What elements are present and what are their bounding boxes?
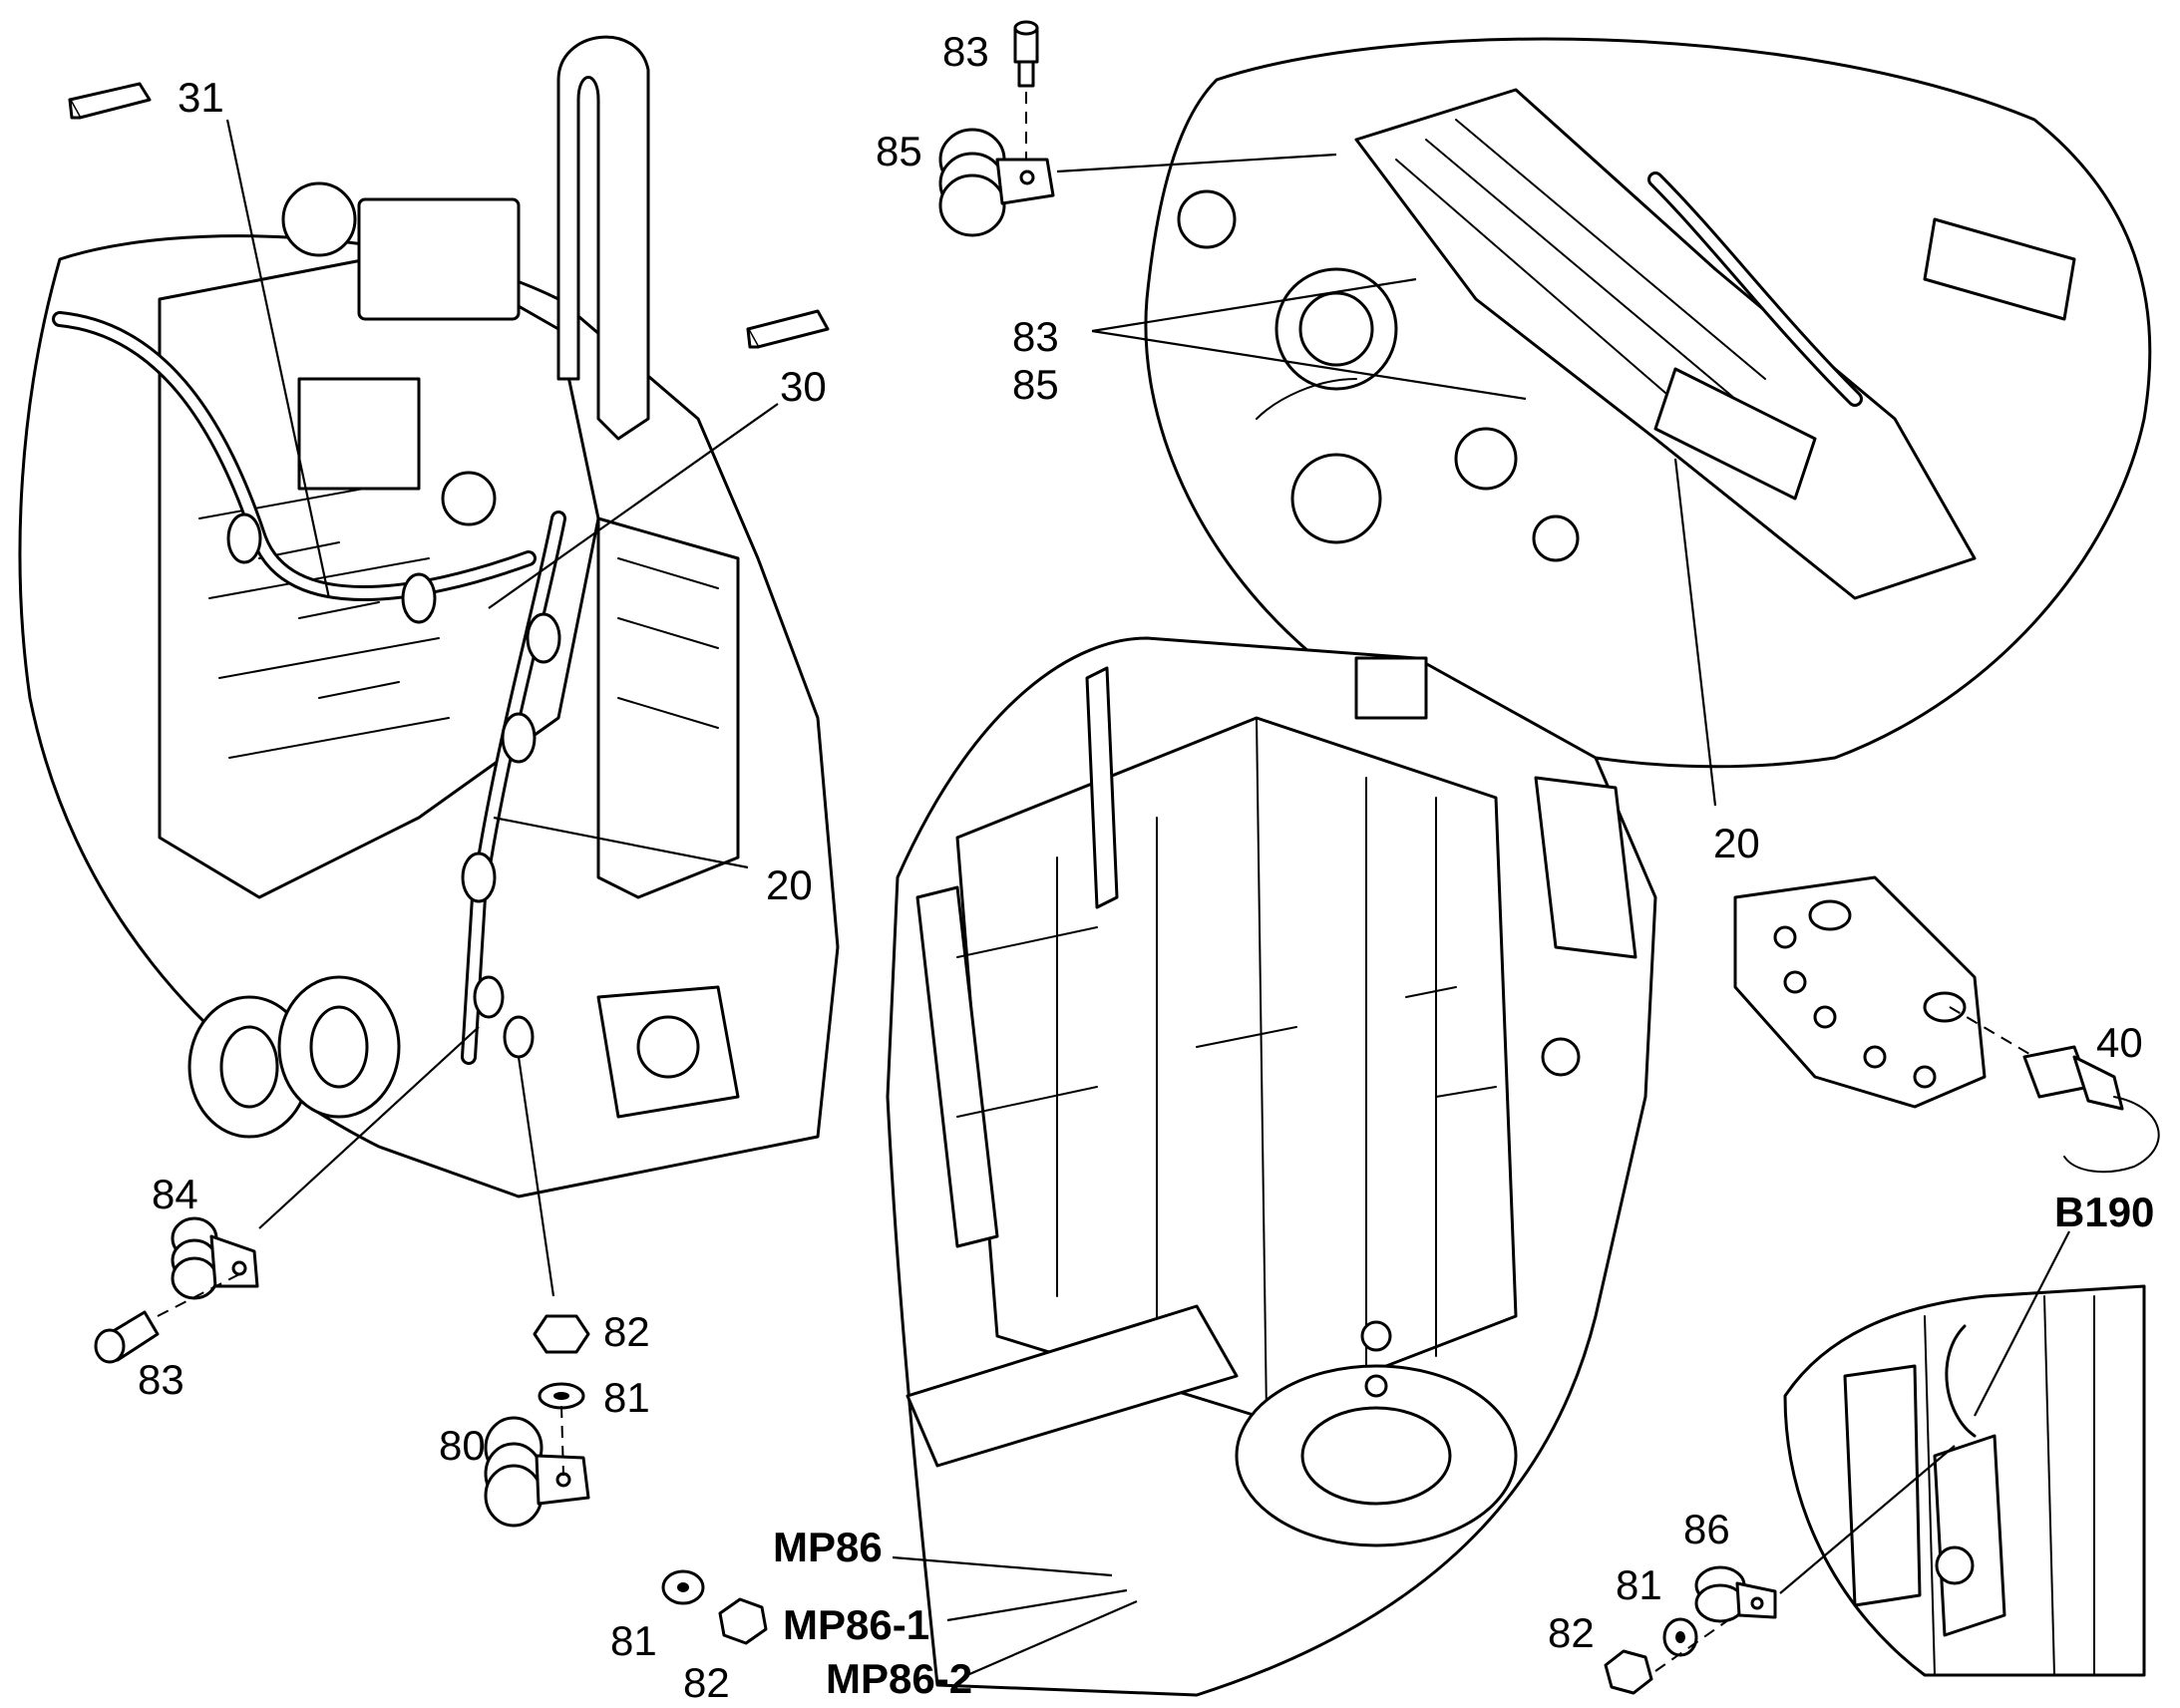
clamp-80 xyxy=(484,1405,590,1528)
washer-81-right xyxy=(1662,1617,1698,1657)
callout-b190: B190 xyxy=(2054,1189,2154,1235)
callout-80: 80 xyxy=(439,1422,486,1469)
valve-block xyxy=(1733,875,1987,1109)
bottom-right-detail-view xyxy=(1783,1284,2146,1677)
nut-82-bottom xyxy=(718,1597,768,1645)
callout-83-left: 83 xyxy=(138,1356,184,1403)
callout-20-right: 20 xyxy=(1713,820,1760,866)
callout-labels: 31 30 20 84 83 82 81 80 83 85 83 85 20 4… xyxy=(138,28,2154,1706)
callout-85-top: 85 xyxy=(876,128,922,174)
callout-81-left: 81 xyxy=(603,1374,650,1421)
clip-part-30 xyxy=(746,309,830,349)
callout-82-right: 82 xyxy=(1548,1609,1595,1656)
callout-mp86-1: MP86-1 xyxy=(783,1601,929,1648)
callout-81-right: 81 xyxy=(1616,1561,1662,1608)
clamp-85-top xyxy=(938,128,1055,237)
clamp-86 xyxy=(1694,1565,1777,1623)
center-main-view xyxy=(886,636,1657,1697)
callout-mp86-2: MP86-2 xyxy=(826,1655,972,1702)
nut-82-left xyxy=(533,1314,590,1354)
leader-lines xyxy=(225,119,2070,1677)
callout-85-mid: 85 xyxy=(1012,361,1059,408)
nut-82-right xyxy=(1604,1614,1736,1695)
callout-84: 84 xyxy=(152,1171,198,1217)
callout-31: 31 xyxy=(178,74,224,121)
callout-30: 30 xyxy=(780,363,827,410)
washer-81-left xyxy=(538,1382,585,1410)
clip-part-31 xyxy=(68,82,152,120)
callout-86: 86 xyxy=(1683,1506,1730,1552)
screw-83-left xyxy=(94,1273,240,1364)
callout-83-top: 83 xyxy=(942,28,989,75)
left-detail-view xyxy=(18,35,840,1198)
callout-82-bottom: 82 xyxy=(683,1659,730,1706)
callout-20-left: 20 xyxy=(766,861,813,908)
callout-83-mid: 83 xyxy=(1012,313,1059,360)
callout-81-bottom: 81 xyxy=(610,1617,657,1664)
screw-83-top xyxy=(1013,20,1039,160)
callout-82-left: 82 xyxy=(603,1308,650,1355)
top-right-detail-view xyxy=(1144,37,2152,769)
pressure-sensor-40 xyxy=(1949,1006,2160,1174)
callout-mp86: MP86 xyxy=(773,1524,883,1570)
clamp-84 xyxy=(171,1216,259,1300)
callout-40: 40 xyxy=(2096,1019,2143,1066)
washer-81-bottom xyxy=(661,1569,705,1605)
